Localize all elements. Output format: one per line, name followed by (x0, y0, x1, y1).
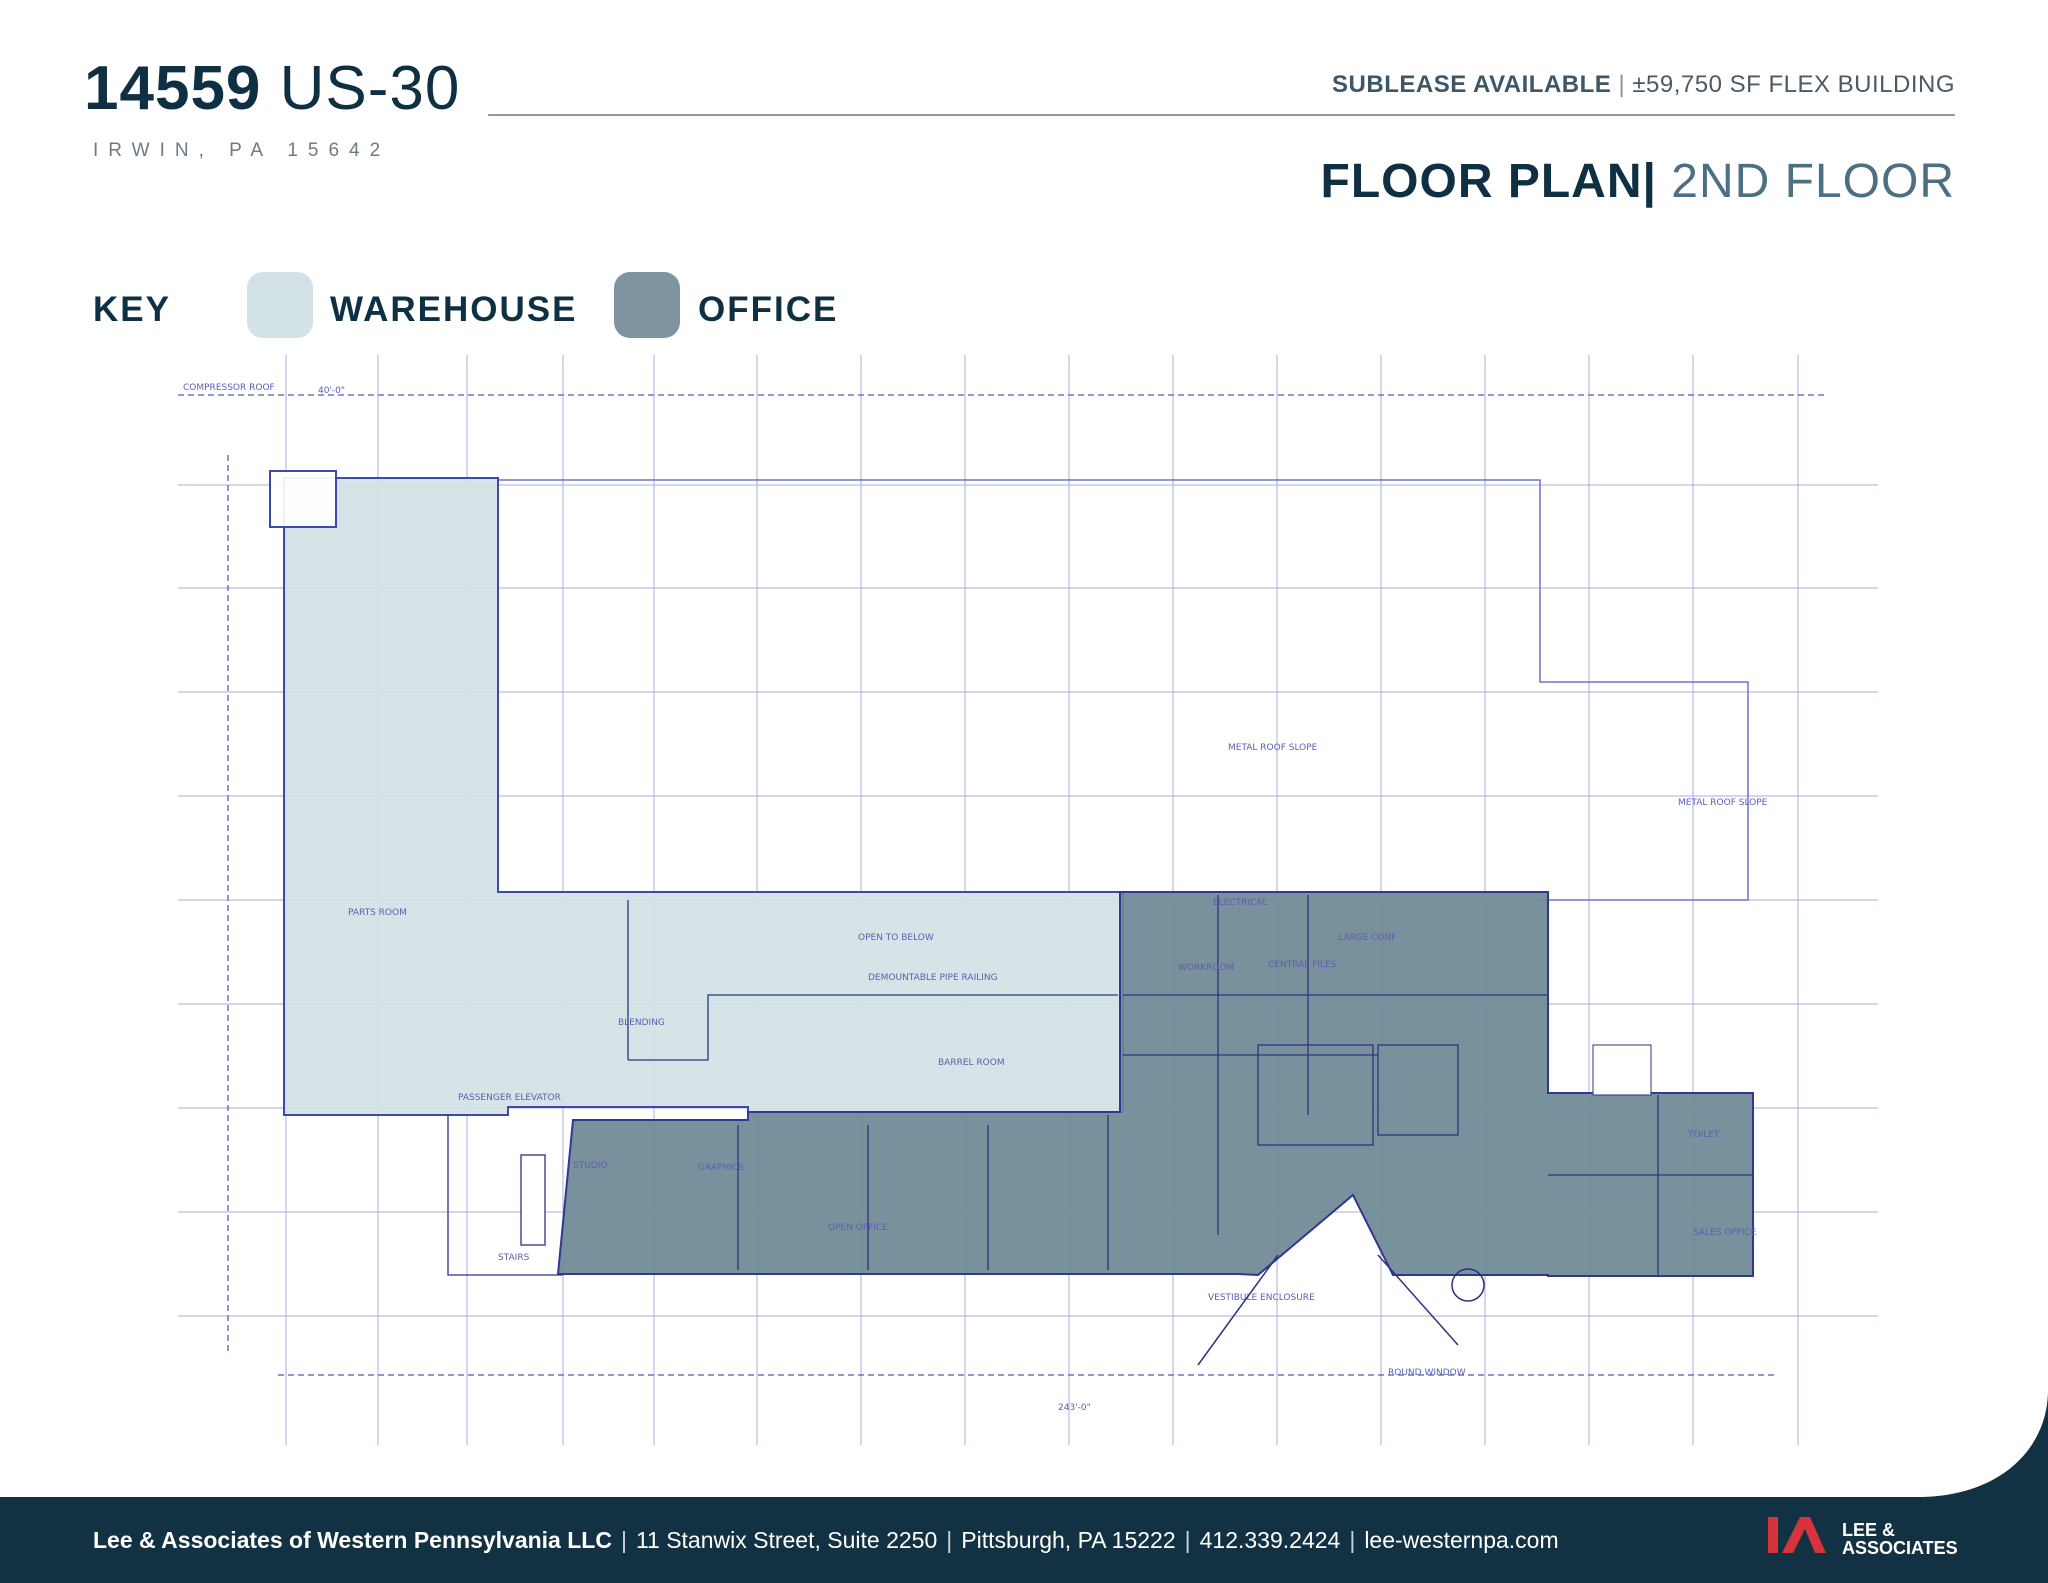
plan-title-separator: | (1642, 155, 1657, 208)
note-vestibule-enclosure: VESTIBULE ENCLOSURE (1208, 1293, 1315, 1303)
logo-wordmark: LEE & ASSOCIATES (1842, 1521, 1958, 1557)
note-open-to-below: OPEN TO BELOW (858, 933, 934, 943)
title-number: 14559 (84, 54, 262, 123)
tagline-availability: SUBLEASE AVAILABLE (1332, 71, 1612, 98)
footer-street: 11 Stanwix Street, Suite 2250 (635, 1527, 938, 1553)
office-key-label: OFFICE (698, 290, 839, 329)
room-barrel-room: BARREL ROOM (938, 1058, 1005, 1068)
footer-sep-4: | (1349, 1527, 1356, 1553)
warehouse-swatch (247, 272, 313, 338)
note-metal-roof-slope-2: METAL ROOF SLOPE (1678, 798, 1768, 808)
room-central-files: CENTRAL FILES (1268, 960, 1337, 970)
corner-decoration (1918, 1390, 2048, 1497)
floor-plan-drawing: 40'-0" 243'-0" COMPRESSOR ROOF METAL ROO… (178, 355, 1878, 1445)
room-large-conf: LARGE CONF (1338, 933, 1396, 943)
footer-contact: Lee & Associates of Western Pennsylvania… (93, 1527, 1559, 1554)
footer-city: Pittsburgh, PA 15222 (961, 1527, 1176, 1553)
office-area (556, 891, 1754, 1277)
footer-sep-1: | (620, 1527, 627, 1553)
footer-phone: 412.339.2424 (1199, 1527, 1341, 1553)
dim-top: 40'-0" (318, 386, 345, 396)
room-graphics: GRAPHICS (698, 1163, 744, 1173)
property-address: IRWIN, PA 15642 (93, 140, 391, 161)
header-divider (488, 114, 1955, 116)
key-label: KEY (93, 290, 171, 329)
footer-website: lee-westernpa.com (1364, 1527, 1559, 1553)
footer-sep-2: | (946, 1527, 953, 1553)
roof-outline (178, 394, 1828, 1376)
office-swatch (614, 272, 680, 338)
stairs-right (1592, 1044, 1652, 1096)
room-blending: BLENDING (618, 1018, 665, 1028)
note-compressor-roof: COMPRESSOR ROOF (183, 383, 275, 393)
plan-heading: FLOOR PLAN| 2ND FLOOR (1321, 154, 1955, 209)
plan-subtitle: 2ND FLOOR (1671, 155, 1955, 208)
dim-bottom: 243'-0" (1058, 1403, 1091, 1413)
room-open-office: OPEN OFFICE (828, 1223, 888, 1233)
footer-company: Lee & Associates of Western Pennsylvania… (93, 1527, 612, 1553)
footer-sep-3: | (1184, 1527, 1191, 1553)
title-road: US-30 (279, 54, 461, 123)
tagline: SUBLEASE AVAILABLE | ±59,750 SF FLEX BUI… (1332, 71, 1955, 99)
room-workroom: WORKROOM (1178, 963, 1234, 973)
footer-bar (0, 1497, 2048, 1583)
plan-interior-walls (447, 895, 1753, 1276)
lee-associates-logo-icon (1768, 1517, 1826, 1553)
room-studio: STUDIO (573, 1161, 607, 1171)
plan-title: FLOOR PLAN (1320, 155, 1643, 208)
logo-line-2: ASSOCIATES (1842, 1538, 1958, 1558)
room-sales-office: SALES OFFICE (1693, 1228, 1757, 1238)
warehouse-area (269, 470, 1124, 1116)
note-passenger-elevator: PASSENGER ELEVATOR (458, 1093, 561, 1103)
room-parts-room: PARTS ROOM (348, 908, 407, 918)
warehouse-key-label: WAREHOUSE (330, 290, 578, 329)
note-metal-roof-slope: METAL ROOF SLOPE (1228, 743, 1318, 753)
logo-line-1: LEE & (1842, 1520, 1896, 1540)
room-stairs: STAIRS (498, 1253, 530, 1263)
note-round-window: ROUND WINDOW (1388, 1368, 1466, 1378)
room-electrical: ELECTRICAL (1213, 898, 1268, 908)
dimension-labels: 40'-0" 243'-0" COMPRESSOR ROOF METAL ROO… (183, 383, 1768, 1413)
tagline-separator: | (1618, 71, 1626, 98)
property-title: 14559 US-30 (84, 58, 460, 120)
note-demountable-pipe-railing: DEMOUNTABLE PIPE RAILING (868, 973, 998, 983)
tagline-size: ±59,750 SF FLEX BUILDING (1632, 71, 1955, 98)
room-toilet: TOILET (1687, 1130, 1720, 1140)
entrance-canopy (1197, 1254, 1485, 1366)
